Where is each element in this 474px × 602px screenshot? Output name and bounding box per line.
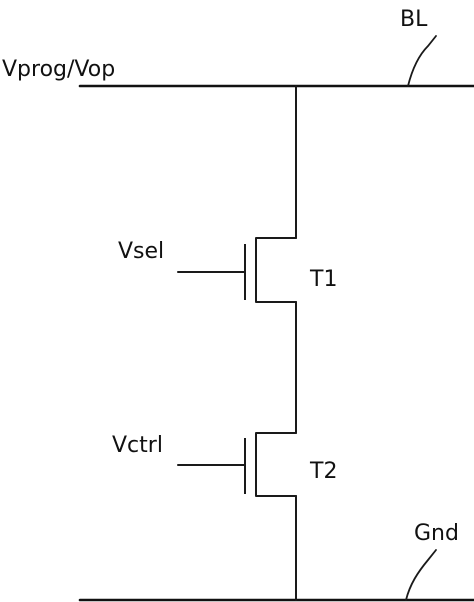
gnd-label: Gnd [414,521,459,546]
gnd-leader-line [405,549,437,601]
t2-label: T2 [309,459,337,484]
bl-leader-line [407,35,437,87]
vctrl-label: Vctrl [112,433,163,458]
t1-label: T1 [309,267,337,292]
vsel-label: Vsel [118,239,164,264]
bl-label: BL [400,7,428,32]
vprog-label: Vprog/Vop [2,57,115,82]
